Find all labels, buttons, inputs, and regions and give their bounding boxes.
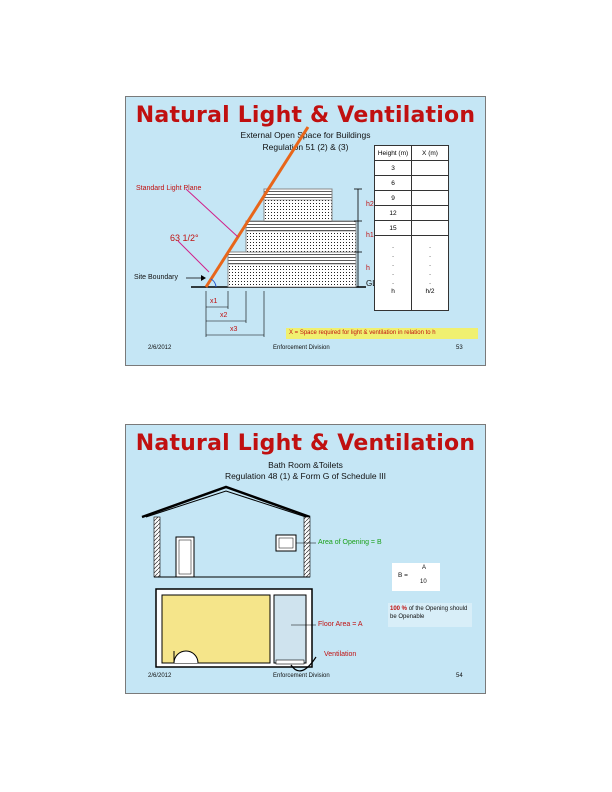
slide-title: Natural Light & Ventilation: [135, 431, 476, 456]
h-label: h: [366, 265, 370, 272]
openable-text: of the Opening should be Openable: [390, 606, 468, 620]
footer-page-number: 54: [456, 673, 463, 679]
openable-note: 100 % of the Opening should be Openable: [388, 603, 472, 627]
roof-outline: [141, 485, 311, 519]
table-continuation-h: . . . . . h: [374, 235, 412, 311]
area-of-opening-label: Area of Opening = B: [318, 539, 382, 546]
table-header-height: Height (m): [374, 145, 412, 161]
footer-date: 2/6/2012: [148, 345, 172, 351]
slide-subtitle: External Open Space for Buildings: [240, 130, 371, 140]
floor-area-label: Floor Area = A: [318, 621, 363, 628]
light-plane-label: Standard Light Plane: [136, 185, 202, 192]
x2-label: x2: [220, 312, 228, 319]
openable-percent: 100 %: [390, 606, 408, 612]
ventilation-opening: [275, 659, 305, 665]
note-text: X = Space required for light & ventilati…: [289, 330, 436, 336]
table-row: 3: [374, 160, 449, 176]
slide-54: Natural Light & Ventilation Bath Room &T…: [125, 424, 486, 694]
h2-label: h2: [366, 201, 374, 208]
slide-title: Natural Light & Ventilation: [135, 103, 476, 128]
x1-label: x1: [210, 298, 218, 305]
site-boundary-label: Site Boundary: [134, 274, 178, 281]
angle-label: 63 1/2°: [170, 233, 199, 243]
floor-area-plan: [161, 594, 271, 664]
footer-department: Enforcement Division: [273, 673, 330, 679]
regulation-ref: Regulation 51 (2) & (3): [262, 142, 349, 152]
building-lower-hatch: [227, 251, 357, 265]
height-space-table: Height (m) X (m) 3 6 9 12 15 . . . . . h…: [374, 145, 449, 311]
footer-page-number: 53: [456, 345, 463, 351]
table-row: 9: [374, 190, 449, 206]
door-swing: [173, 650, 199, 664]
table-header-x: X (m): [411, 145, 449, 161]
slide-53: Natural Light & Ventilation External Ope…: [125, 96, 486, 366]
ventilation-pointer: [290, 656, 317, 672]
slide-subtitle: Bath Room &Toilets: [268, 460, 343, 470]
h1-label: h1: [366, 232, 374, 239]
table-row: 15: [374, 220, 449, 236]
table-row: . . . . . h . . . . . h/2: [374, 235, 449, 311]
table-row: 6: [374, 175, 449, 191]
right-wall: [303, 516, 311, 578]
ventilation-label: Ventilation: [324, 651, 357, 658]
light-plane-diagram: [177, 126, 366, 337]
formula-numerator: A: [422, 565, 427, 571]
left-wall: [153, 516, 161, 578]
light-plane-pointer: [185, 188, 239, 238]
door-elevation: [175, 536, 195, 578]
angle-pointer: [177, 240, 210, 273]
building-outline: [227, 188, 357, 287]
building-top-hatch: [263, 188, 333, 201]
regulation-ref: Regulation 48 (1) & Form G of Schedule I…: [224, 471, 387, 481]
formula-box: B = A 10: [392, 563, 440, 591]
angle-arc: [210, 278, 217, 288]
toilet-plan: [273, 594, 307, 664]
bathroom-diagram: [141, 485, 434, 672]
formula-denominator: 10: [420, 579, 427, 585]
building-middle-hatch: [245, 220, 357, 232]
formula-lhs: B =: [398, 572, 408, 579]
note-box: X = Space required for light & ventilati…: [286, 328, 478, 339]
x3-label: x3: [230, 326, 238, 333]
table-continuation-x: . . . . . h/2: [411, 235, 449, 311]
gl-label: GL: [366, 279, 377, 288]
footer-date: 2/6/2012: [148, 673, 172, 679]
table-row: 12: [374, 205, 449, 221]
standard-light-plane: [204, 126, 310, 288]
footer-department: Enforcement Division: [273, 345, 330, 351]
